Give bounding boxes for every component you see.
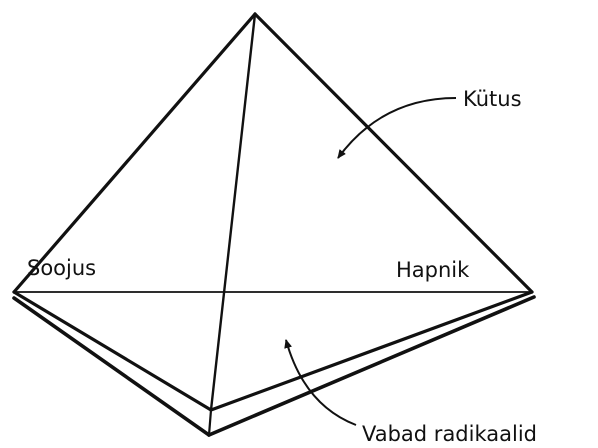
edge-base-left-front-shadow (12, 296, 211, 437)
tetrahedron-edges (12, 12, 536, 437)
arrow-radicals (284, 339, 357, 426)
label-fuel: Kütus (463, 87, 522, 111)
label-oxygen: Hapnik (396, 258, 470, 282)
edge-base-left-front (12, 290, 213, 412)
edge-apex-right (253, 12, 534, 294)
label-radicals: Vabad radikaalid (362, 422, 537, 443)
edge-front-vertex (207, 408, 213, 437)
edge-apex-front (209, 12, 257, 412)
label-heat: Soojus (27, 256, 96, 280)
edge-base-front-right (209, 290, 534, 412)
arrow-fuel (337, 97, 457, 159)
edge-apex-left (12, 12, 257, 294)
edge-base-front-right-shadow (207, 295, 536, 437)
